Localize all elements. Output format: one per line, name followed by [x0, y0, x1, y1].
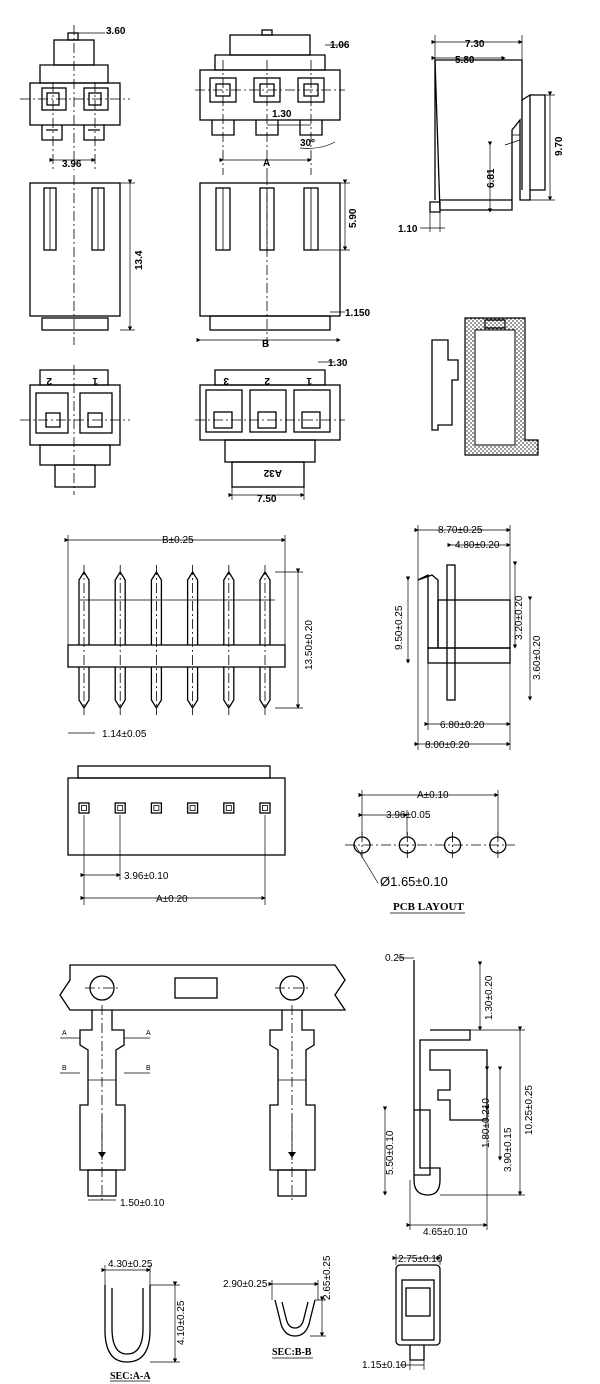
dim-3-60: 3.60: [106, 26, 126, 37]
dim-7-50: 7.50: [257, 494, 277, 505]
housing-side-view: [420, 35, 555, 232]
header-pin-square-inner: [153, 805, 160, 811]
dim-angle-30: 30°: [300, 138, 315, 149]
housing-2pin-bottom-view: [20, 365, 130, 495]
header-pin-square-inner: [225, 805, 232, 811]
pin-number-1b: 1: [306, 375, 312, 386]
dim-3-60: 3.60±0.20: [532, 635, 543, 680]
dim-8-70: 8.70±0.25: [438, 525, 483, 536]
dim-6-80: 6.80±0.20: [440, 720, 485, 731]
section-b-b: [268, 1280, 326, 1359]
dim-0-25: 0.25: [385, 953, 405, 964]
section-mark-A-left: A: [62, 1030, 67, 1037]
header-pin-square: [186, 802, 199, 814]
dim-3-96: 3.96: [62, 159, 82, 170]
dim-4-65: 4.65±0.10: [423, 1227, 468, 1238]
dim-5-50: 5.50±0.10: [385, 1130, 396, 1175]
dim-1-30-020: 1.30±0.20: [484, 975, 495, 1020]
dim-label-B: B: [262, 339, 269, 350]
dim-5-90: 5.90: [348, 208, 359, 228]
header-pin-square-inner: [262, 805, 268, 811]
header-pin-lower: [78, 667, 90, 710]
header-pin-lower: [259, 667, 271, 710]
pin-number-2: 2: [46, 375, 52, 386]
dim-2-75: 2.75±0.10: [398, 1254, 443, 1265]
dim-1-150: 1.150: [345, 308, 370, 319]
dim-1-50: 1.50±0.10: [120, 1198, 165, 1209]
dim-4-80: 4.80±0.20: [455, 540, 500, 551]
dim-10-25: 10.25±0.25: [524, 1085, 535, 1135]
dim-4-30: 4.30±0.25: [108, 1259, 153, 1270]
header-pin-lower: [114, 667, 126, 710]
dim-9-70: 9.70: [554, 136, 565, 156]
pin-number-1: 1: [92, 375, 98, 386]
header-pin-square: [78, 802, 90, 814]
dim-A-010: A±0.10: [417, 790, 449, 801]
dim-1-30: 1.30: [272, 109, 292, 120]
section-mark-B-left: B: [62, 1065, 67, 1072]
dim-B-025: B±0.25: [162, 535, 194, 546]
header-pin-square-inner: [189, 805, 196, 811]
dim-3-90: 3.90±0.15: [503, 1127, 514, 1172]
dim-hole-diameter: Ø1.65±0.10: [380, 874, 448, 889]
dim-7-30: 7.30: [465, 39, 485, 50]
dim-8-00: 8.00±0.20: [425, 740, 470, 751]
pin-number-2b: 2: [264, 375, 270, 386]
header-pin-square: [114, 802, 126, 814]
dim-13-4: 13.4: [134, 250, 145, 270]
housing-3pin-front-view: [195, 29, 345, 175]
dim-2-90: 2.90±0.25: [223, 1279, 268, 1290]
section-mark-B-right: B: [146, 1065, 151, 1072]
dim-1-30b: 1.30: [328, 358, 348, 369]
terminal-side-view: [382, 957, 525, 1230]
housing-3pin-bottom-view: [195, 361, 345, 500]
dim-4-10: 4.10±0.25: [176, 1300, 187, 1345]
terminal-left: [60, 1005, 150, 1201]
header-side-view: [405, 525, 533, 750]
header-pin-lower: [186, 667, 199, 710]
dim-9-50: 9.50±0.25: [394, 605, 405, 650]
dim-1-10: 1.10: [398, 224, 418, 235]
terminal-end-view: [392, 1254, 441, 1370]
dim-A-020: A±0.20: [156, 894, 188, 905]
housing-3pin-top-view: [196, 175, 350, 345]
header-pin-square-inner: [117, 805, 124, 811]
terminal-right: [269, 1005, 316, 1200]
dim-1-80: 1.80±0.210: [481, 1098, 492, 1148]
header-pin-lower: [223, 667, 235, 710]
housing-section-view: [431, 317, 539, 456]
dim-label-A: A: [263, 158, 270, 169]
dim-1-06: 1.06: [330, 40, 350, 51]
housing-2pin-front-view: [20, 25, 130, 170]
header-pin-square: [150, 802, 163, 814]
pin-number-3: 3: [223, 375, 229, 386]
header-pin-lower: [150, 667, 163, 710]
section-mark-A-right: A: [146, 1030, 151, 1037]
pcb-layout: [345, 790, 515, 914]
dim-2-65: 2.65±0.25: [322, 1255, 333, 1300]
header-pin-square: [223, 802, 235, 814]
section-a-a: [101, 1265, 180, 1382]
header-front-view: [64, 535, 303, 734]
dim-3-96-005: 3.96±0.05: [386, 810, 431, 821]
housing-mark: A32: [263, 467, 282, 478]
dim-6-81: 6.81: [486, 168, 497, 188]
dim-3-96-010: 3.96±0.10: [124, 871, 169, 882]
housing-2pin-top-view: [29, 175, 135, 345]
dim-3-20: 3.20±0.20: [514, 595, 525, 640]
dim-13-50: 13.50±0.20: [304, 620, 315, 670]
header-pin-square-inner: [81, 805, 87, 811]
dim-1-15: 1.15±0.10: [362, 1360, 407, 1371]
dim-5-80: 5.80: [455, 55, 475, 66]
section-a-label: SEC:A-A: [110, 1371, 151, 1382]
dim-1-14: 1.14±0.05: [102, 729, 147, 740]
pcb-layout-title: PCB LAYOUT: [393, 901, 464, 913]
header-pin-square: [259, 802, 271, 814]
section-b-label: SEC:B-B: [272, 1347, 312, 1358]
terminal-strip: [59, 964, 347, 1011]
header-top-view: [67, 765, 286, 905]
